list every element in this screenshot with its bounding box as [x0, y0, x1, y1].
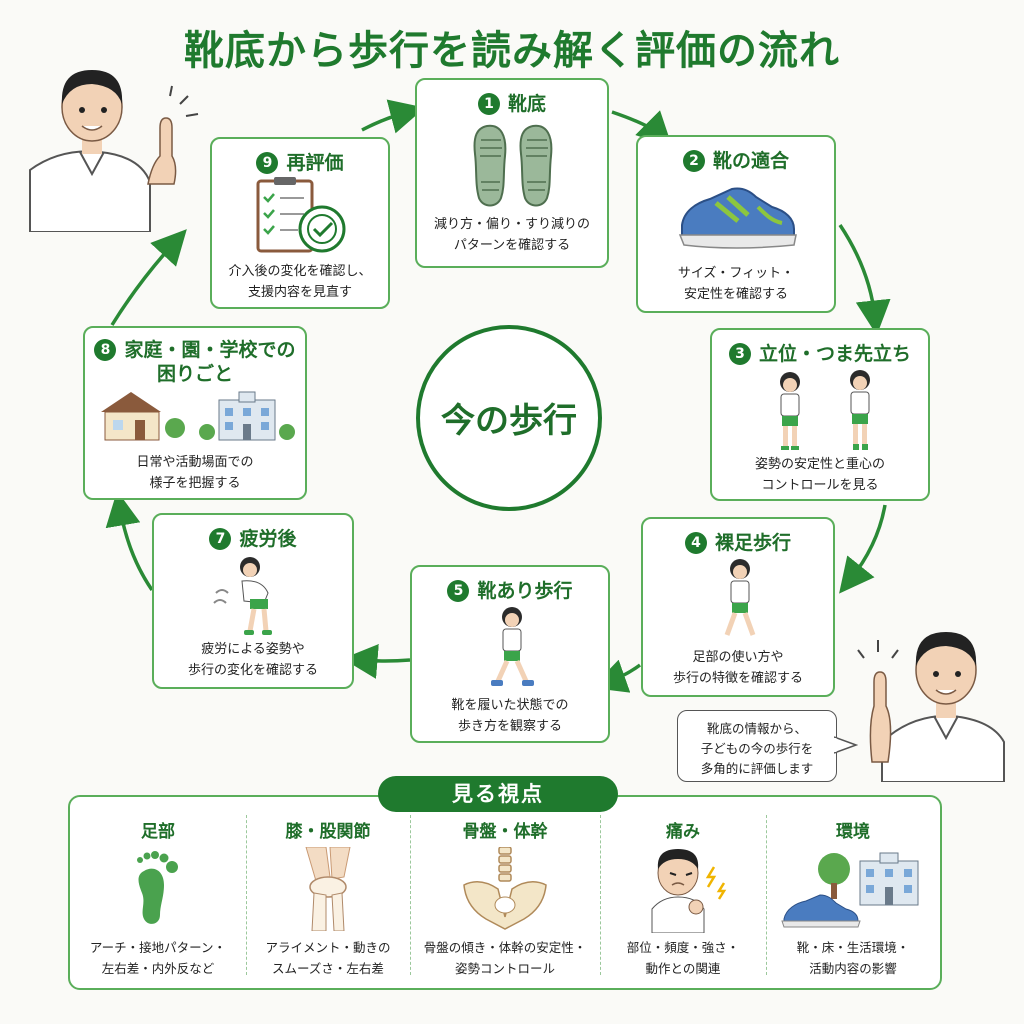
speech-bubble-tail [834, 736, 858, 754]
step-description: サイズ・フィット・安定性を確認する [677, 266, 795, 302]
center-label: 今の歩行 [441, 401, 577, 441]
arrow-9-1 [361, 99, 425, 134]
perspective-foot: 足部 アーチ・接地パターン・左右差・内外反など [70, 797, 246, 992]
knee-joint-icon [305, 847, 351, 931]
speech-bubble: 靴底の情報から、子どもの今の歩行を多角的に評価します [677, 710, 837, 782]
arrow-7-8 [105, 490, 154, 591]
step-description: 減り方・偏り・すり減りのパターンを確認する [433, 217, 590, 253]
step-number: 3 [728, 343, 751, 365]
divider [410, 815, 411, 975]
arrow-4-5 [591, 659, 642, 693]
step-description: 足部の使い方や歩行の特徴を確認する [672, 650, 803, 686]
perspective-description: 靴・床・生活環境・活動内容の影響 [796, 940, 910, 976]
divider [246, 815, 247, 975]
sneaker-icon [678, 187, 797, 249]
shoe-sole-icon [473, 124, 553, 207]
teacher-pointing-icon [29, 70, 199, 232]
perspective-pelvis-trunk: 骨盤・体幹 骨盤の傾き・体幹の安定性・姿勢コントロール [410, 797, 600, 992]
center-circle: 今の歩行 [416, 325, 602, 511]
step-description: 姿勢の安定性と重心のコントロールを見る [754, 457, 885, 493]
perspective-description: アーチ・接地パターン・左右差・内外反など [89, 940, 227, 976]
tired-child-icon [213, 557, 272, 635]
arrow-2-3 [838, 224, 891, 336]
perspective-title: 痛み [666, 822, 700, 842]
clipboard-check-icon [256, 177, 346, 253]
arrow-5-7 [342, 643, 411, 679]
divider [600, 815, 601, 975]
step-description: 疲労による姿勢や歩行の変化を確認する [187, 642, 318, 678]
step-description: 介入後の変化を確認し、支援内容を見直す [228, 264, 372, 300]
step-number: 9 [256, 152, 279, 174]
step-number: 4 [684, 532, 707, 554]
step-description: 日常や活動場面での様子を把握する [136, 455, 254, 491]
teacher-pointing-icon [857, 632, 1005, 782]
perspective-title: 骨盤・体幹 [462, 822, 548, 842]
barefoot-walking-child-icon [724, 559, 756, 636]
page-title: 靴底から歩行を読み解く評価の流れ [184, 28, 840, 74]
perspective-description: 骨盤の傾き・体幹の安定性・姿勢コントロール [423, 940, 587, 976]
speech-bubble-text: 靴底の情報から、子どもの今の歩行を多角的に評価します [700, 721, 814, 776]
step-number: 7 [209, 528, 232, 550]
arrow-3-4 [839, 504, 887, 594]
perspective-knee-hip: 膝・股関節 アライメント・動きのスムーズさ・左右差 [246, 797, 410, 992]
pelvis-spine-icon [463, 847, 547, 930]
step-number: 2 [682, 150, 705, 172]
perspective-title: 膝・股関節 [285, 822, 371, 842]
standing-child-icon [780, 370, 870, 450]
perspective-description: 部位・頻度・強さ・動作との関連 [626, 940, 740, 976]
house-and-school-icon [101, 391, 295, 441]
step-number: 5 [447, 580, 470, 602]
arrow-8-9 [110, 229, 187, 326]
child-in-pain-icon [651, 849, 727, 933]
perspective-title: 足部 [141, 822, 175, 842]
environment-icon [781, 852, 919, 928]
perspective-title: 環境 [836, 822, 870, 842]
footprint-icon [137, 851, 178, 924]
step-number: 1 [477, 93, 500, 115]
perspective-environment: 環境 靴・床・生活環境・活動内容の影響 [766, 797, 940, 992]
perspectives-title: 見る視点 [378, 776, 618, 812]
perspective-pain: 痛み 部位・頻度・強さ・動作との関連 [600, 797, 766, 992]
step-description: 靴を履いた状態での歩き方を観察する [451, 698, 569, 734]
perspective-description: アライメント・動きのスムーズさ・左右差 [265, 940, 391, 976]
step-number: 8 [94, 339, 117, 361]
arrow-1-2 [611, 110, 673, 148]
divider [766, 815, 767, 975]
perspectives-panel: 足部 アーチ・接地パターン・左右差・内外反など 膝・股関節 アライメント・動きの… [68, 795, 942, 990]
walking-child-with-shoes-icon [491, 607, 534, 686]
